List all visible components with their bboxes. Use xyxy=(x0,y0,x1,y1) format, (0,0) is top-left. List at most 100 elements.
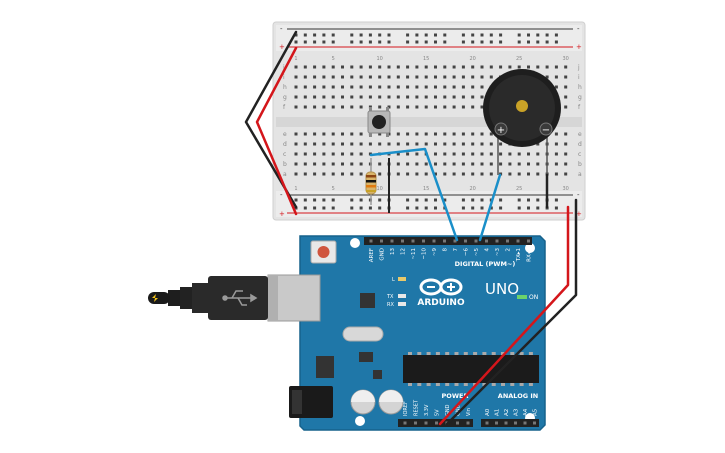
breadboard-hole[interactable] xyxy=(461,105,465,109)
rail-hole[interactable] xyxy=(527,33,530,37)
rail-hole[interactable] xyxy=(350,40,354,44)
breadboard-hole[interactable] xyxy=(508,162,512,166)
breadboard-hole[interactable] xyxy=(322,172,326,176)
breadboard-hole[interactable] xyxy=(378,85,382,89)
breadboard-hole[interactable] xyxy=(536,65,540,69)
rail-hole[interactable] xyxy=(554,198,558,202)
rail-hole[interactable] xyxy=(424,206,428,210)
breadboard-hole[interactable] xyxy=(461,95,465,99)
breadboard-hole[interactable] xyxy=(396,95,400,99)
breadboard-hole[interactable] xyxy=(443,152,447,156)
breadboard-hole[interactable] xyxy=(489,162,493,166)
rail-hole[interactable] xyxy=(415,40,419,44)
breadboard-hole[interactable] xyxy=(294,142,298,146)
breadboard-hole[interactable] xyxy=(341,152,344,156)
rail-hole[interactable] xyxy=(480,40,484,44)
rail-hole[interactable] xyxy=(406,206,410,210)
wire-black-left[interactable] xyxy=(244,30,298,209)
rail-hole[interactable] xyxy=(406,198,410,202)
breadboard-hole[interactable] xyxy=(480,65,484,69)
breadboard-hole[interactable] xyxy=(368,65,372,69)
rail-hole[interactable] xyxy=(331,206,335,210)
digital-pin[interactable] xyxy=(495,239,499,243)
rail-hole[interactable] xyxy=(303,206,307,210)
breadboard-hole[interactable] xyxy=(461,65,465,69)
breadboard-hole[interactable] xyxy=(303,162,307,166)
breadboard-hole[interactable] xyxy=(396,75,400,79)
breadboard-hole[interactable] xyxy=(350,65,354,69)
breadboard-hole[interactable] xyxy=(322,152,326,156)
breadboard-hole[interactable] xyxy=(387,85,391,89)
breadboard-hole[interactable] xyxy=(480,75,484,79)
breadboard-hole[interactable] xyxy=(406,95,410,99)
breadboard-hole[interactable] xyxy=(461,152,465,156)
breadboard-hole[interactable] xyxy=(424,65,428,69)
breadboard-hole[interactable] xyxy=(415,142,419,146)
breadboard-hole[interactable] xyxy=(564,75,568,79)
rail-hole[interactable] xyxy=(303,198,307,202)
breadboard-hole[interactable] xyxy=(443,95,447,99)
breadboard-hole[interactable] xyxy=(471,95,475,99)
digital-header[interactable] xyxy=(364,237,532,245)
breadboard-hole[interactable] xyxy=(452,162,456,166)
rail-hole[interactable] xyxy=(527,198,530,202)
breadboard-hole[interactable] xyxy=(452,85,456,89)
rail-hole[interactable] xyxy=(368,206,372,210)
analog-header[interactable] xyxy=(481,419,539,427)
buzzer-minus-terminal[interactable] xyxy=(539,122,553,136)
rail-hole[interactable] xyxy=(406,40,410,44)
breadboard-hole[interactable] xyxy=(387,142,391,146)
breadboard-hole[interactable] xyxy=(527,172,530,176)
breadboard-hole[interactable] xyxy=(480,95,484,99)
breadboard-hole[interactable] xyxy=(499,162,503,166)
breadboard-hole[interactable] xyxy=(396,142,400,146)
breadboard-hole[interactable] xyxy=(434,142,437,146)
power-pin[interactable] xyxy=(403,421,407,425)
breadboard-hole[interactable] xyxy=(536,142,540,146)
usb-cable[interactable] xyxy=(148,276,268,320)
breadboard-hole[interactable] xyxy=(331,85,335,89)
breadboard-hole[interactable] xyxy=(508,65,512,69)
breadboard-hole[interactable] xyxy=(489,142,493,146)
rail-hole[interactable] xyxy=(517,198,521,202)
rail-hole[interactable] xyxy=(424,40,428,44)
rail-hole[interactable] xyxy=(322,33,326,37)
breadboard-hole[interactable] xyxy=(527,162,530,166)
breadboard-hole[interactable] xyxy=(443,132,447,136)
breadboard-hole[interactable] xyxy=(554,152,558,156)
breadboard-hole[interactable] xyxy=(359,162,363,166)
rail-hole[interactable] xyxy=(434,206,437,210)
breadboard-hole[interactable] xyxy=(396,105,400,109)
breadboard-hole[interactable] xyxy=(471,132,475,136)
breadboard-hole[interactable] xyxy=(294,132,298,136)
breadboard-hole[interactable] xyxy=(489,65,493,69)
breadboard-hole[interactable] xyxy=(480,132,484,136)
breadboard-hole[interactable] xyxy=(378,172,382,176)
breadboard-hole[interactable] xyxy=(443,75,447,79)
breadboard-hole[interactable] xyxy=(452,95,456,99)
breadboard-hole[interactable] xyxy=(480,142,484,146)
breadboard-hole[interactable] xyxy=(322,75,326,79)
power-pin[interactable] xyxy=(424,421,428,425)
breadboard-hole[interactable] xyxy=(350,75,354,79)
breadboard-hole[interactable] xyxy=(480,85,484,89)
rail-hole[interactable] xyxy=(359,198,363,202)
rail-hole[interactable] xyxy=(471,198,475,202)
breadboard-hole[interactable] xyxy=(322,65,326,69)
breadboard-hole[interactable] xyxy=(434,162,437,166)
breadboard-hole[interactable] xyxy=(359,142,363,146)
breadboard-hole[interactable] xyxy=(434,132,437,136)
breadboard-hole[interactable] xyxy=(331,142,335,146)
rail-hole[interactable] xyxy=(499,40,503,44)
breadboard-hole[interactable] xyxy=(359,75,363,79)
breadboard-hole[interactable] xyxy=(443,85,447,89)
breadboard-hole[interactable] xyxy=(564,172,568,176)
breadboard-hole[interactable] xyxy=(331,152,335,156)
breadboard-hole[interactable] xyxy=(294,85,298,89)
breadboard-hole[interactable] xyxy=(527,152,530,156)
breadboard-hole[interactable] xyxy=(294,95,298,99)
breadboard-hole[interactable] xyxy=(554,162,558,166)
wires[interactable] xyxy=(244,30,578,426)
